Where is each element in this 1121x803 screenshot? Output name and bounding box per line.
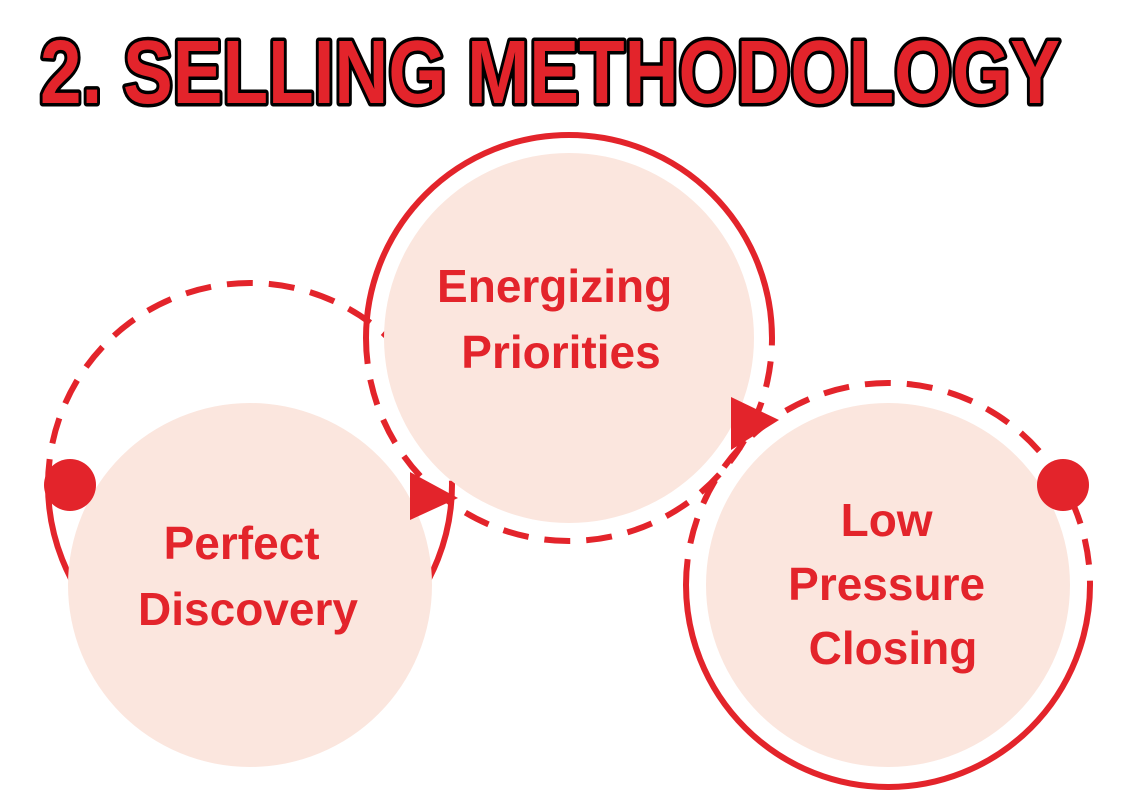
arrowhead-left-icon	[410, 472, 458, 520]
node-label-low-pressure-closing: Low Pressure Closing	[788, 494, 998, 674]
node-low-pressure-closing: Low Pressure Closing	[683, 403, 1093, 790]
dashed-connector-right	[683, 380, 1093, 586]
end-dot	[1037, 459, 1089, 511]
arrowhead-right-icon	[731, 397, 779, 450]
dashed-connector-middle	[363, 337, 775, 544]
node-disc-perfect-discovery	[68, 403, 432, 767]
node-disc-energizing-priorities	[384, 153, 754, 523]
node-label-perfect-discovery: Perfect Discovery	[138, 517, 358, 635]
node-label-line: Pressure	[788, 558, 985, 610]
node-ring-energizing-priorities	[363, 132, 775, 339]
start-dot	[44, 459, 96, 511]
node-label-line: Energizing	[437, 260, 672, 312]
node-label-line: Closing	[809, 622, 978, 674]
node-label-line: Priorities	[461, 326, 660, 378]
node-disc-low-pressure-closing	[706, 403, 1070, 767]
node-perfect-discovery: Perfect Discovery	[45, 403, 455, 767]
node-label-line: Discovery	[138, 583, 358, 635]
node-label-line: Low	[841, 494, 933, 546]
page-title: 2. SELLING METHODOLOGY	[40, 23, 1060, 123]
node-energizing-priorities: Energizing Priorities	[363, 132, 775, 523]
dashed-connector-left	[45, 280, 455, 486]
node-ring-low-pressure-closing	[683, 584, 1093, 790]
node-label-energizing-priorities: Energizing Priorities	[437, 260, 685, 378]
node-label-line: Perfect	[164, 517, 320, 569]
